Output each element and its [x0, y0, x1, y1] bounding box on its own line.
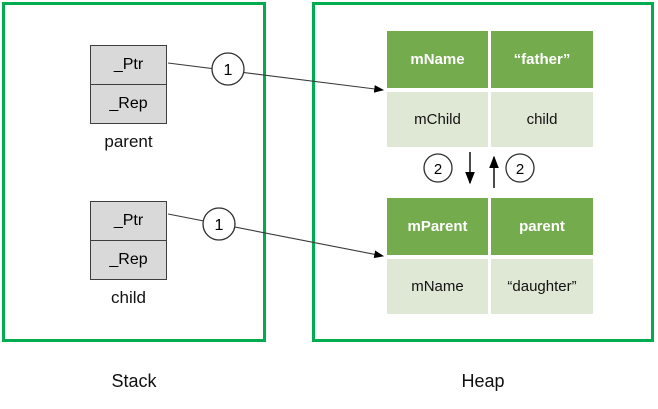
heap-region-box — [312, 2, 654, 342]
father-mchild-value-cell: child — [491, 92, 593, 147]
stack-frame-parent: _Ptr _Rep — [90, 45, 167, 124]
stack-region-box — [2, 2, 266, 342]
stack-label: Stack — [111, 371, 157, 391]
heap-object-daughter: mParent parent mName “daughter” — [387, 198, 593, 314]
daughter-mname-value-cell: “daughter” — [491, 259, 593, 314]
parent-ptr-cell: _Ptr — [90, 45, 167, 85]
child-ptr-cell: _Ptr — [90, 201, 167, 241]
stack-frame-child: _Ptr _Rep — [90, 201, 167, 280]
daughter-parent-header: parent — [491, 198, 593, 255]
daughter-mparent-header: mParent — [387, 198, 488, 255]
parent-frame-label: parent — [104, 132, 153, 151]
daughter-mname-cell: mName — [387, 259, 488, 314]
parent-rep-cell: _Rep — [90, 84, 167, 124]
heap-object-father: mName “father” mChild child — [387, 31, 593, 147]
father-field-value-header: “father” — [491, 31, 593, 88]
child-frame-label: child — [111, 288, 146, 307]
child-rep-cell: _Rep — [90, 240, 167, 280]
heap-label: Heap — [461, 371, 505, 391]
father-field-name-header: mName — [387, 31, 488, 88]
father-mchild-cell: mChild — [387, 92, 488, 147]
